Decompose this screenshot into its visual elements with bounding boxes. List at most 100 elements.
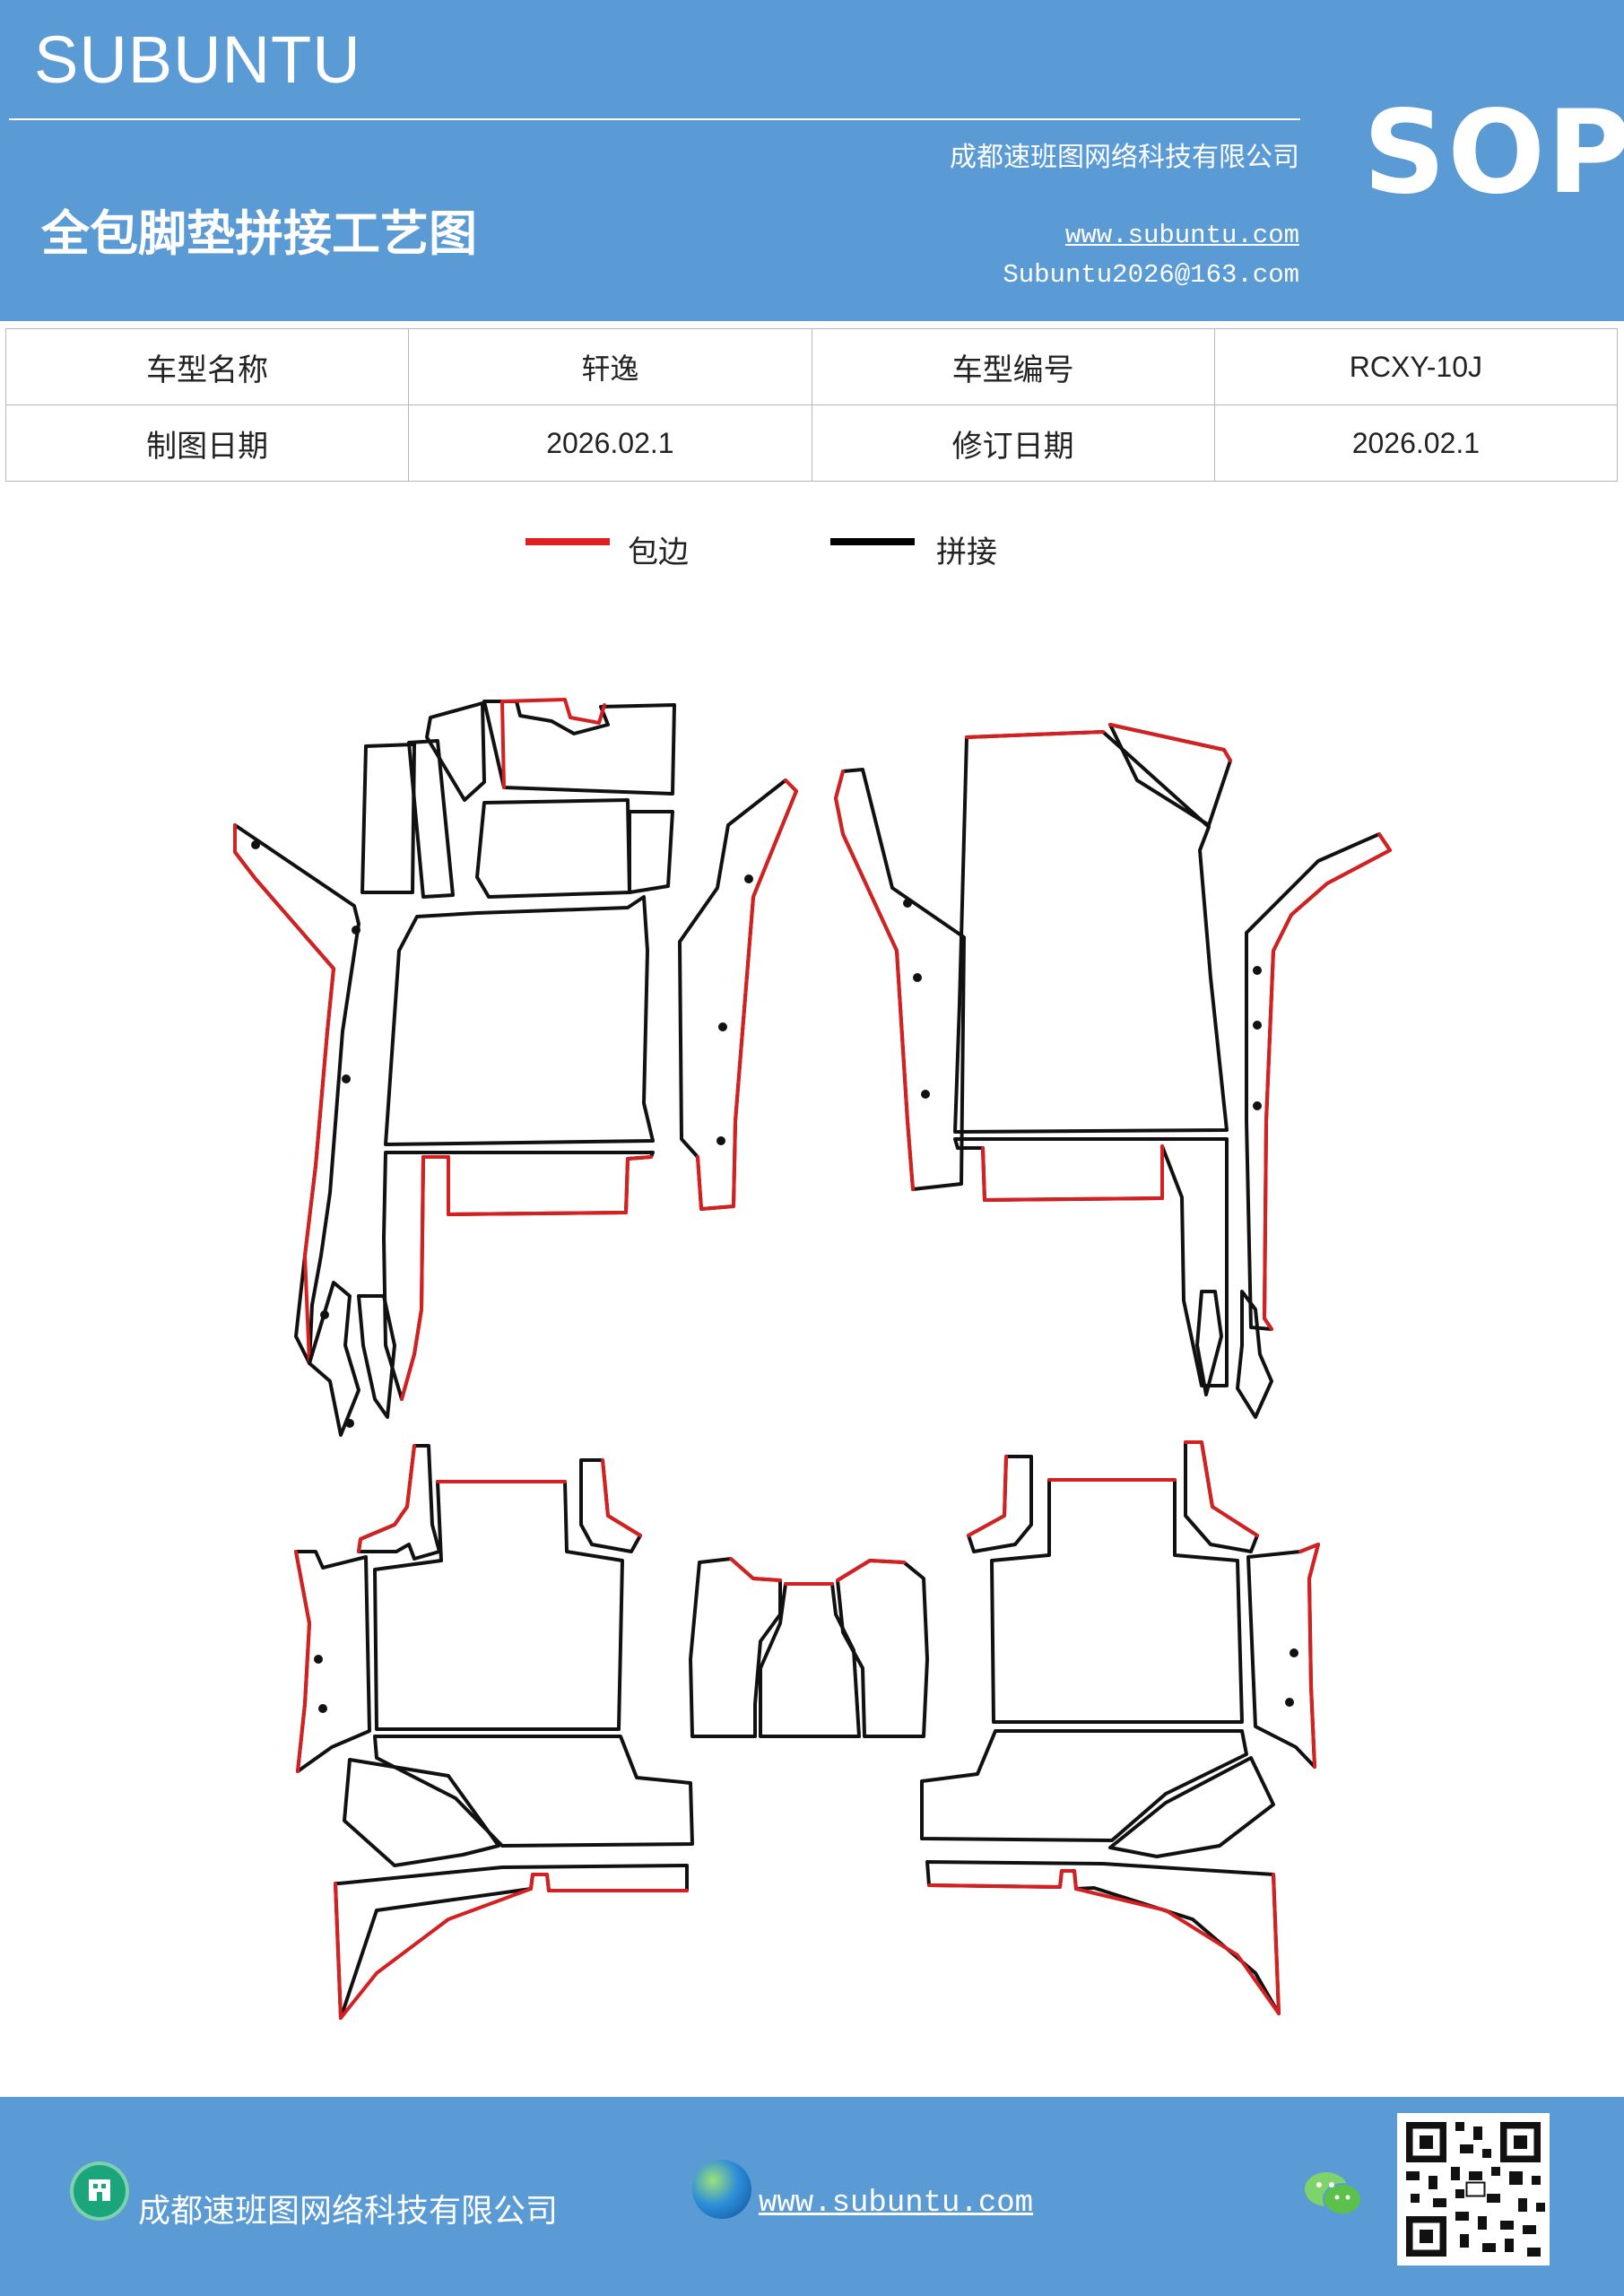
fastener-dot (913, 973, 922, 982)
fastener-dot (718, 1022, 727, 1031)
front-left-mat-group (233, 698, 798, 1437)
sop-badge: SOP (1363, 86, 1624, 220)
wechat-icon[interactable] (1302, 2167, 1365, 2221)
globe-icon (692, 2160, 751, 2219)
brand-name: SUBUNTU (34, 22, 361, 97)
mat-piece (357, 1294, 396, 1419)
footer-website-link[interactable]: www.subuntu.com (759, 2187, 1034, 2221)
fastener-dot (345, 1419, 354, 1428)
mat-piece (357, 1444, 441, 1561)
qr-code[interactable] (1397, 2113, 1550, 2266)
mat-edge (967, 1455, 1008, 1537)
fastener-dot (1253, 966, 1262, 975)
mat-edge (1298, 1543, 1320, 1769)
value-revision-date: 2026.02.1 (1213, 404, 1619, 482)
mat-edge (834, 770, 915, 1191)
rear-right-mat-group (920, 1440, 1320, 2015)
mat-piece (689, 1557, 782, 1738)
fastener-dot (716, 1136, 725, 1145)
label-drawing-date: 制图日期 (4, 404, 410, 482)
mat-piece (360, 743, 416, 894)
mat-piece (384, 895, 655, 1146)
mat-edge (729, 1557, 782, 1582)
page-footer: 成都速班图网络科技有限公司 www.subuntu.com (0, 2097, 1624, 2296)
fastener-dot (352, 926, 360, 935)
mat-edge (294, 1550, 311, 1773)
mat-piece (308, 1281, 360, 1437)
mat-piece (475, 798, 631, 899)
mat-edge (836, 1559, 906, 1582)
mat-piece (343, 1758, 500, 1867)
mat-piece (920, 1729, 1248, 1842)
rear-left-mat-group (294, 1444, 694, 2020)
fastener-dot (342, 1074, 351, 1083)
fastener-dot (1290, 1648, 1298, 1657)
header-company: 成都速班图网络科技有限公司 (950, 142, 1299, 173)
fastener-dot (318, 1704, 327, 1713)
mat-piece (678, 778, 798, 1211)
mat-piece (836, 1559, 929, 1738)
footer-company: 成都速班图网络科技有限公司 (138, 2193, 559, 2230)
mat-edge (927, 1869, 1281, 2015)
mat-edge (601, 1458, 642, 1537)
mat-edge (1263, 832, 1392, 1331)
mat-piece (628, 810, 674, 894)
mat-edge (1108, 723, 1232, 762)
fastener-dot (1253, 1101, 1262, 1110)
legend-red-line (525, 538, 610, 545)
mat-piece (953, 1137, 1229, 1387)
vehicle-info-table: 车型名称 轩逸 车型编号 RCXY-10J 制图日期 2026.02.1 修订日… (4, 328, 1619, 482)
fastener-dot (1285, 1698, 1294, 1707)
mat-edge (500, 698, 606, 789)
mat-piece (482, 700, 676, 796)
mat-piece (334, 1864, 689, 2020)
mat-piece (233, 823, 360, 1365)
mat-piece (953, 730, 1229, 1134)
mat-piece (425, 701, 486, 802)
mat-edge (334, 1873, 689, 2020)
fastener-dot (903, 899, 912, 908)
mat-edge (233, 823, 335, 1365)
header-website-link[interactable]: www.subuntu.com (1064, 221, 1299, 250)
mat-piece (1236, 1290, 1273, 1419)
mat-piece (1184, 1440, 1259, 1553)
mat-edge (981, 1144, 1164, 1202)
mat-edge (696, 778, 798, 1211)
label-model-code: 车型编号 (811, 328, 1215, 405)
value-model-code: RCXY-10J (1213, 328, 1619, 405)
front-right-mat-group (834, 723, 1392, 1419)
label-revision-date: 修订日期 (811, 404, 1215, 482)
fastener-dot (1253, 1021, 1262, 1030)
fastener-dot (744, 874, 753, 883)
mat-piece (990, 1478, 1244, 1724)
mat-edge (357, 1444, 416, 1553)
legend-label: 拼接 (936, 535, 997, 570)
fastener-dot (314, 1655, 323, 1664)
legend-black-line (830, 538, 915, 545)
value-drawing-date: 2026.02.1 (408, 404, 812, 482)
mat-piece (1108, 1756, 1275, 1858)
label-model-name: 车型名称 (4, 328, 410, 405)
mat-edge (1184, 1440, 1259, 1537)
mat-piece (373, 1735, 694, 1848)
page-header: SUBUNTU 成都速班图网络科技有限公司 全包脚垫拼接工艺图 www.subu… (0, 0, 1624, 321)
document-title: 全包脚垫拼接工艺图 (41, 204, 477, 262)
mat-edge (965, 730, 1105, 739)
value-model-name: 轩逸 (408, 328, 812, 405)
legend-label: 包边 (628, 535, 689, 570)
mat-edge (400, 1155, 653, 1401)
mat-piece (579, 1458, 642, 1553)
rear-center-mat-group (689, 1557, 929, 1738)
header-divider (9, 118, 1300, 120)
table-row: 车型名称 轩逸 车型编号 RCXY-10J (4, 328, 1619, 405)
building-icon (70, 2161, 129, 2221)
mat-piece (759, 1582, 861, 1738)
fastener-dot (320, 1310, 329, 1319)
mat-piece (1195, 1290, 1223, 1396)
mat-piece (967, 1455, 1033, 1553)
table-row: 制图日期 2026.02.1 修订日期 2026.02.1 (4, 404, 1619, 482)
fastener-dot (921, 1090, 930, 1099)
header-email: Subuntu2026@163.com (1003, 260, 1299, 290)
fastener-dot (251, 840, 260, 849)
